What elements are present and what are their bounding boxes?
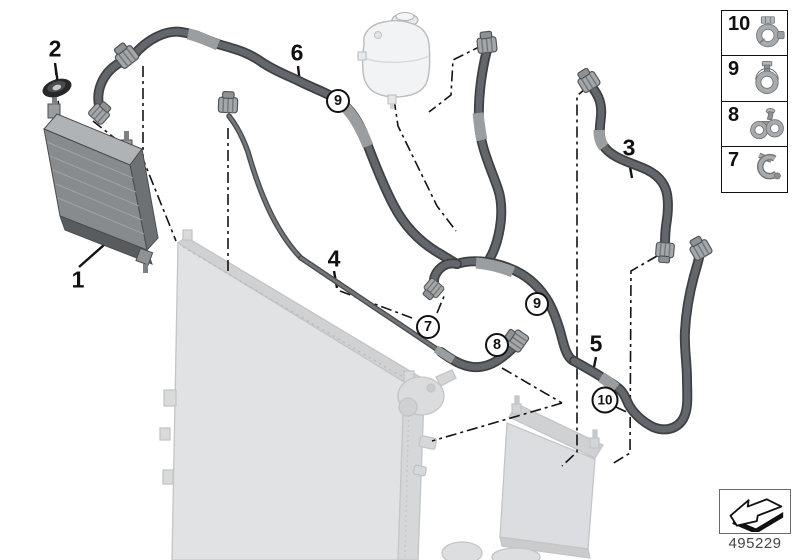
grommet	[42, 78, 72, 98]
legend-label: 8	[728, 103, 740, 126]
auxiliary-radiator	[43, 95, 159, 273]
legend-item-7[interactable]: 7	[721, 145, 788, 193]
hose-fittings	[88, 30, 713, 353]
coolant-hoses	[98, 32, 700, 430]
legend-label: 9	[728, 58, 740, 81]
callout-item-4[interactable]: 4	[327, 245, 341, 272]
clamp-legend: 10 9 8	[721, 10, 788, 193]
callout-item-2[interactable]: 2	[48, 35, 62, 62]
callout-clamp-9-top[interactable]: 9	[326, 89, 350, 113]
double-hose-clamp-icon	[750, 107, 784, 139]
callout-item-1[interactable]: 1	[71, 266, 85, 293]
callout-clamp-8[interactable]: 8	[485, 333, 509, 357]
legend-item-8[interactable]: 8	[721, 100, 788, 148]
callout-clamp-10[interactable]: 10	[591, 386, 619, 414]
spring-band-clip-icon	[756, 152, 781, 180]
screw-hose-clamp-icon	[755, 61, 779, 95]
diagram-code: 495229	[728, 535, 782, 552]
expansion-tank	[357, 12, 431, 109]
main-radiator	[159, 229, 438, 560]
callout-item-6[interactable]: 6	[290, 39, 304, 66]
callout-item-5[interactable]: 5	[589, 330, 603, 357]
legend-label: 10	[728, 13, 751, 35]
lower-auxiliary-radiator	[499, 395, 604, 559]
callout-item-3[interactable]: 3	[622, 134, 636, 161]
legend-label: 7	[728, 148, 740, 171]
direction-arrow-icon	[729, 497, 784, 532]
bracket-hose-clamp-icon	[756, 16, 785, 48]
legend-item-9[interactable]: 9	[721, 55, 788, 103]
hose-sleeves	[186, 28, 620, 393]
legend-item-10[interactable]: 10	[721, 10, 788, 57]
callout-clamp-9-mid[interactable]: 9	[525, 292, 549, 316]
water-pump-faded	[397, 369, 541, 560]
callout-clamp-7[interactable]: 7	[416, 315, 440, 339]
direction-stamp	[719, 489, 791, 534]
